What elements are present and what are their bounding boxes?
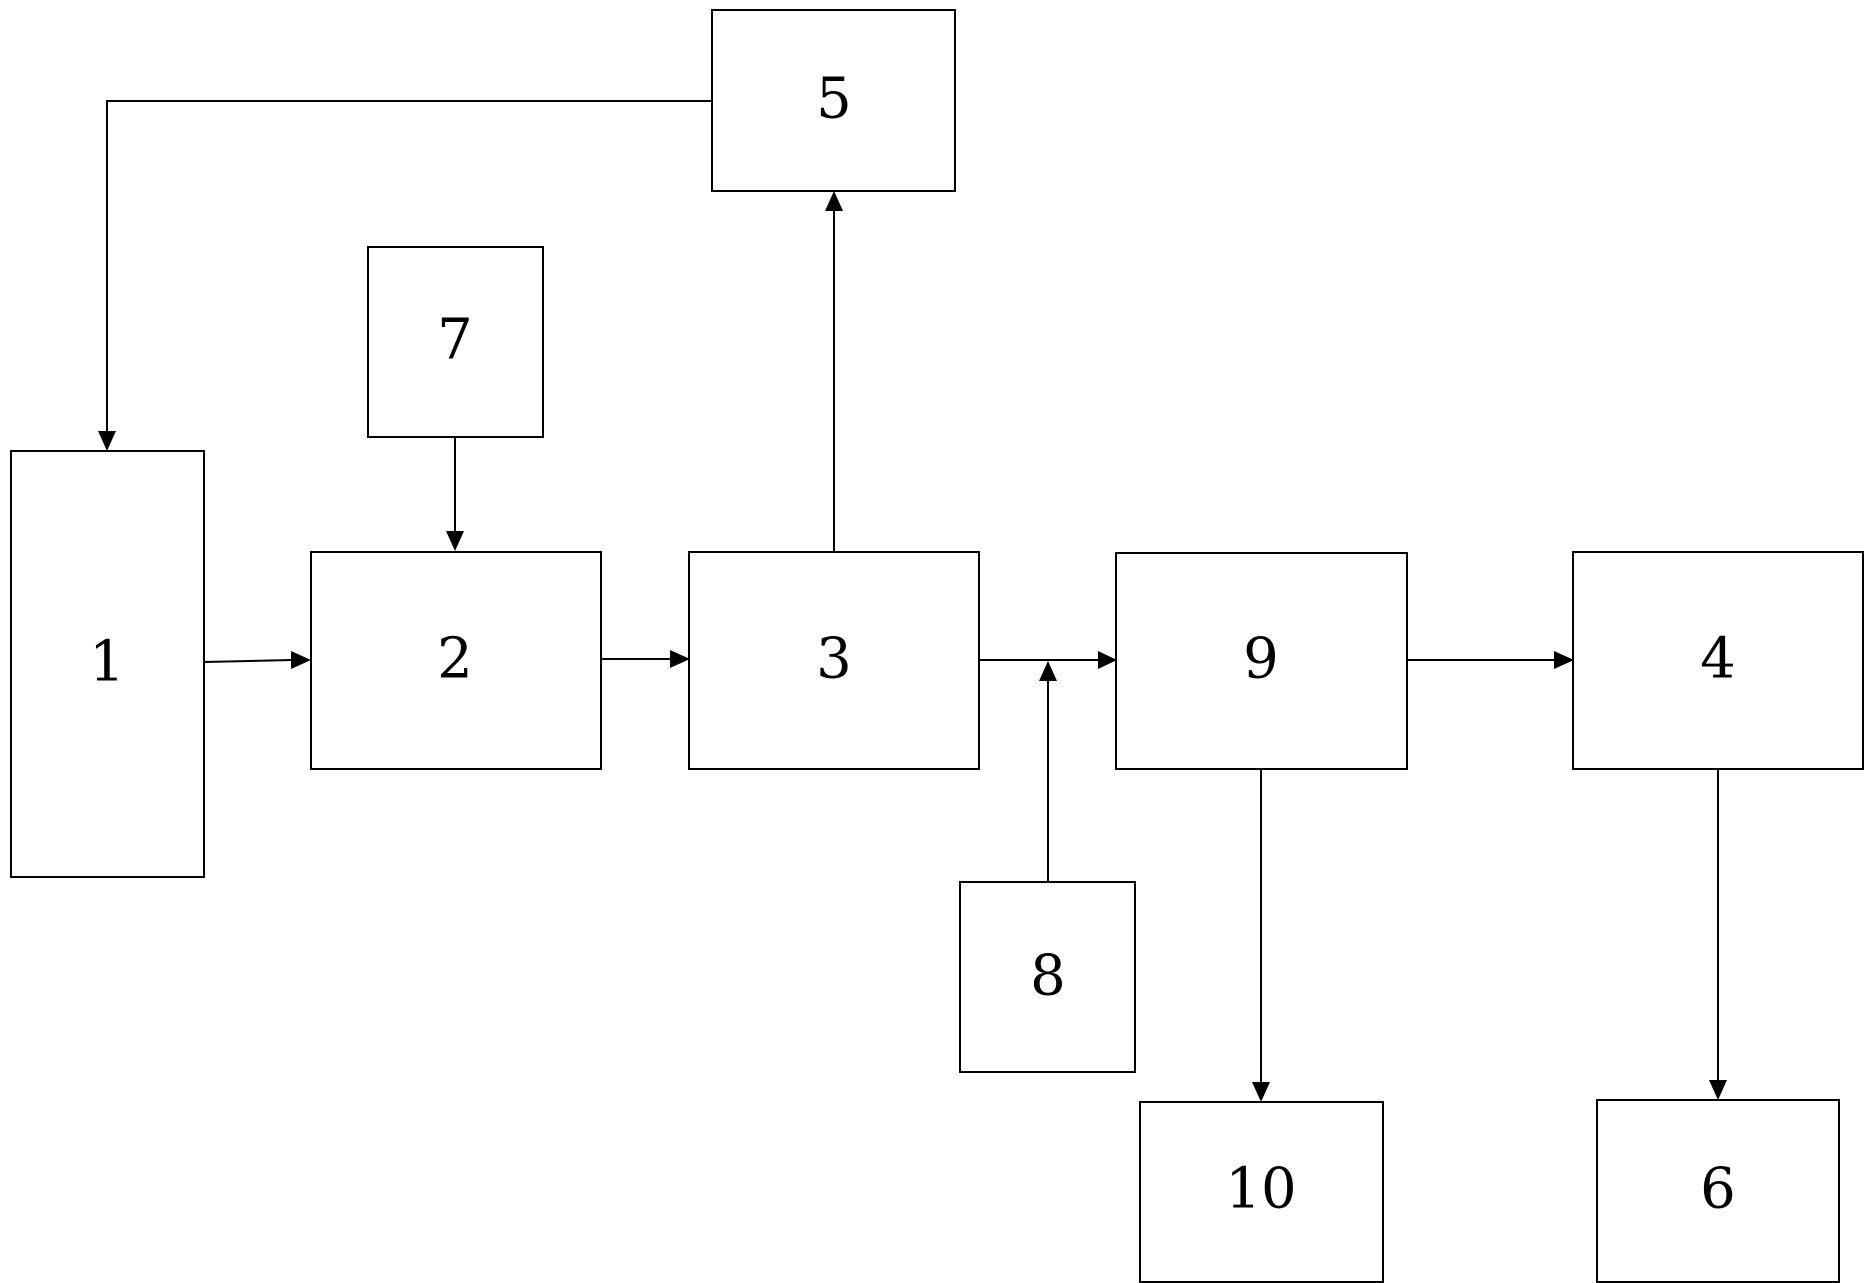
block-5: 5 bbox=[711, 9, 956, 192]
arrowhead-into-10 bbox=[1252, 1082, 1270, 1102]
block-7: 7 bbox=[367, 246, 544, 438]
block-2: 2 bbox=[310, 551, 602, 770]
block-6: 6 bbox=[1596, 1099, 1840, 1283]
connectors bbox=[98, 100, 1727, 1102]
block-9-label: 9 bbox=[1243, 627, 1279, 692]
block-6-label: 6 bbox=[1700, 1157, 1736, 1222]
block-3: 3 bbox=[688, 551, 980, 770]
block-1-label: 1 bbox=[89, 630, 125, 695]
arrowhead-from-8 bbox=[1039, 661, 1057, 681]
connector-5-to-1 bbox=[106, 100, 712, 433]
arrowhead-into-1 bbox=[98, 431, 116, 451]
block-5-label: 5 bbox=[816, 67, 852, 132]
block-10: 10 bbox=[1139, 1101, 1384, 1283]
block-4: 4 bbox=[1572, 551, 1864, 770]
block-7-label: 7 bbox=[437, 308, 473, 373]
block-2-label: 2 bbox=[437, 627, 473, 692]
arrowhead-into-4 bbox=[1554, 651, 1574, 669]
arrowhead-into-2-top bbox=[446, 531, 464, 551]
block-9: 9 bbox=[1115, 552, 1408, 770]
block-8-label: 8 bbox=[1030, 944, 1066, 1009]
block-8: 8 bbox=[959, 881, 1136, 1073]
connector-1-to-2 bbox=[203, 659, 293, 663]
block-3-label: 3 bbox=[816, 627, 852, 692]
arrowhead-into-3 bbox=[670, 650, 690, 668]
arrowhead-into-6 bbox=[1709, 1080, 1727, 1100]
arrowhead-into-2-left bbox=[291, 651, 311, 669]
block-4-label: 4 bbox=[1700, 627, 1736, 692]
block-10-label: 10 bbox=[1225, 1157, 1296, 1222]
block-1: 1 bbox=[10, 450, 205, 878]
arrowhead-into-9 bbox=[1098, 651, 1117, 669]
arrowhead-into-5 bbox=[825, 191, 843, 211]
